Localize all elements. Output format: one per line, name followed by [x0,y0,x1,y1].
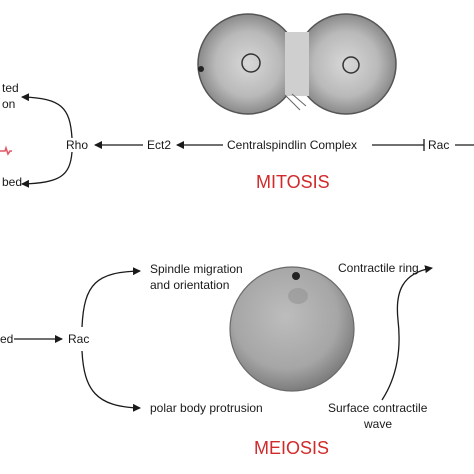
meiosis-title: MEIOSIS [254,438,329,458]
contractile-ring-label: Contractile ring [338,261,419,275]
top-left-label-line2: on [2,97,15,111]
rac-label-mitosis: Rac [428,138,449,152]
rho-to-bottom-arrow [21,151,73,188]
rac-to-spindle-arrow [81,267,141,328]
spindle-migration-label-line1: Spindle migration [150,262,243,276]
ect2-label: Ect2 [147,138,171,152]
mitosis-title: MITOSIS [256,172,330,192]
polar-body-label: polar body protrusion [150,401,263,415]
rho-to-top-arrow [21,93,73,139]
centralspindlin-complex-label: Centralspindlin Complex [227,138,357,152]
rac-to-polar-body-arrow [81,350,141,412]
surface-wave-label-line2: wave [363,417,392,431]
left-label-meiosis: ed [0,332,13,346]
rac-label-meiosis: Rac [68,332,89,346]
rho-label: Rho [66,138,88,152]
dividing-cell-image [197,13,397,115]
surface-wave-label-line1: Surface contractile [328,401,428,415]
bottom-left-label: bed [2,175,22,189]
oocyte-image [229,266,355,392]
spindle-migration-label-line2: and orientation [150,278,229,292]
top-left-label-line1: ted [2,81,19,95]
mitosis-panel: ted on bed Rho Ect2 Centralspindlin Comp… [0,13,474,192]
meiosis-panel: ed Rac Spindle migration and orientation… [0,261,433,458]
wave-to-ring-arrow [381,265,433,401]
red-inhibition-mark [0,145,12,156]
